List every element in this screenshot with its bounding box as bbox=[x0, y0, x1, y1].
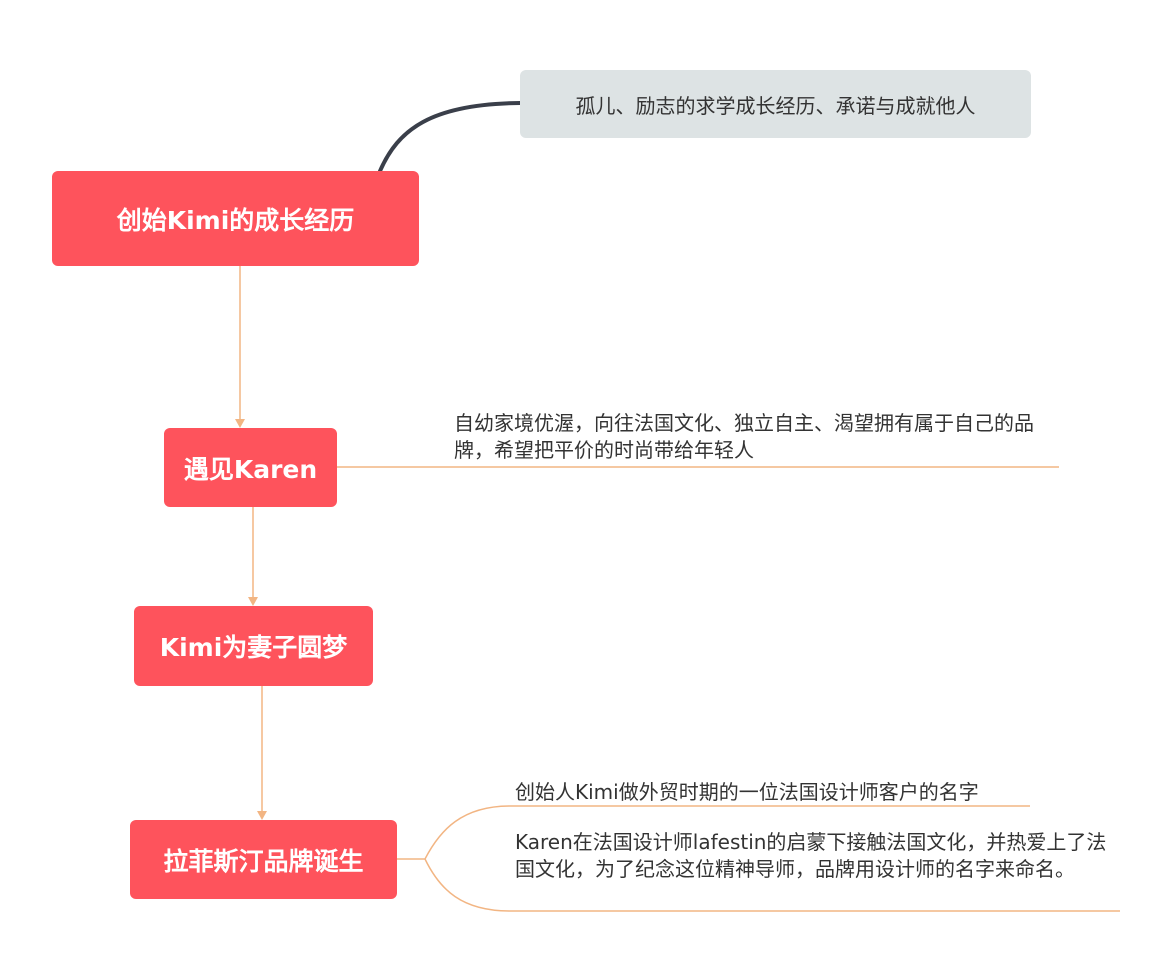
step-node-meet-karen-label: 遇见Karen bbox=[183, 454, 318, 484]
arrow-head-step2 bbox=[248, 597, 258, 606]
step-node-meet-karen[interactable]: 遇见Karen bbox=[164, 428, 337, 507]
brand-branch-upper bbox=[397, 805, 1030, 860]
brand-branch-lower bbox=[424, 858, 1120, 912]
note-brand-origin: 创始人Kimi做外贸时期的一位法国设计师客户的名字 bbox=[515, 780, 979, 804]
root-node[interactable]: 创始Kimi的成长经历 bbox=[52, 171, 419, 266]
summary-connector bbox=[378, 101, 522, 173]
note-brand-tribute: Karen在法国设计师lafestin的启蒙下接触法国文化，并热爱上了法国文化，… bbox=[515, 830, 1107, 881]
root-node-label: 创始Kimi的成长经历 bbox=[116, 205, 355, 235]
step-node-brand-birth-label: 拉菲斯汀品牌诞生 bbox=[163, 846, 364, 876]
step-node-dream-label: Kimi为妻子圆梦 bbox=[159, 633, 348, 662]
summary-text: 孤儿、励志的求学成长经历、承诺与成就他人 bbox=[575, 93, 976, 118]
step-node-dream[interactable]: Kimi为妻子圆梦 bbox=[134, 606, 373, 686]
step-node-brand-birth[interactable]: 拉菲斯汀品牌诞生 bbox=[130, 820, 397, 899]
summary-box: 孤儿、励志的求学成长经历、承诺与成就他人 bbox=[520, 70, 1031, 138]
note-karen: 自幼家境优渥，向往法国文化、独立自主、渴望拥有属于自己的品牌，希望把平价的时尚带… bbox=[454, 411, 1034, 462]
arrow-head-step3 bbox=[257, 811, 267, 820]
arrow-head-step1 bbox=[235, 419, 245, 428]
